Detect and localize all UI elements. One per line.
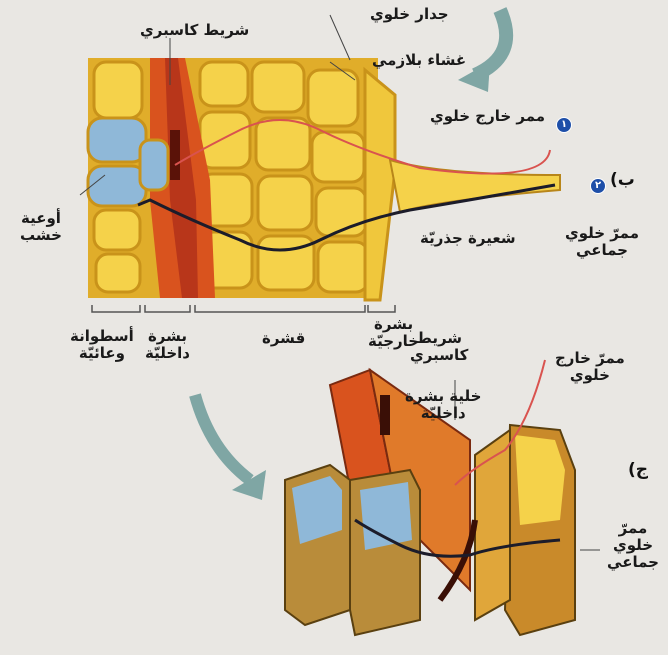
- label-cell-wall: جدار خلوي: [370, 6, 449, 23]
- panel-c-tag: (ج: [628, 460, 648, 480]
- marker-2: ٢: [590, 178, 606, 194]
- section-bracket-stele: [92, 305, 140, 312]
- xylem-vessel-2: [88, 166, 146, 206]
- panel-b-tissue: [88, 58, 395, 300]
- label-root-hair: شعيرة جذريّة: [420, 230, 516, 247]
- casparian-band-c: [380, 395, 390, 435]
- label-casparian-strip-b: شريط كاسبري: [140, 22, 249, 39]
- casparian-band-b: [170, 130, 180, 180]
- label-extracellular-path-c: ممرّ خارج خلوي: [555, 350, 625, 384]
- panel-b-tag: (ب: [610, 170, 635, 190]
- label-endodermis: بشرة داخليّة: [145, 328, 190, 362]
- label-cortex: قشرة: [262, 330, 305, 347]
- xylem-vessel-1: [88, 118, 146, 162]
- section-bracket-endodermis: [145, 305, 190, 312]
- label-extracellular-path-b: ممر خارج خلوي: [430, 108, 545, 125]
- label-endodermis-cell: خلية بشرة داخليّة: [405, 388, 481, 422]
- marker-1: ١: [556, 117, 572, 133]
- section-bracket-epidermis: [368, 305, 395, 312]
- label-symplast-path-c: ممرّ خلوي جماعي: [598, 520, 668, 571]
- curved-arrow-bottom: [195, 395, 250, 480]
- curved-arrow-top: [475, 10, 506, 75]
- label-casparian-strip-c: شريط كاسبري: [410, 330, 468, 364]
- section-bracket-cortex: [195, 305, 365, 312]
- label-symplast-path-b: ممرّ خلوي جماعي: [565, 225, 639, 259]
- label-plasma-membrane: غشاء بلازمي: [372, 52, 466, 69]
- label-xylem-vessels: أوعية خشب: [20, 210, 62, 244]
- label-stele: أسطوانة وعائيّة: [70, 328, 134, 362]
